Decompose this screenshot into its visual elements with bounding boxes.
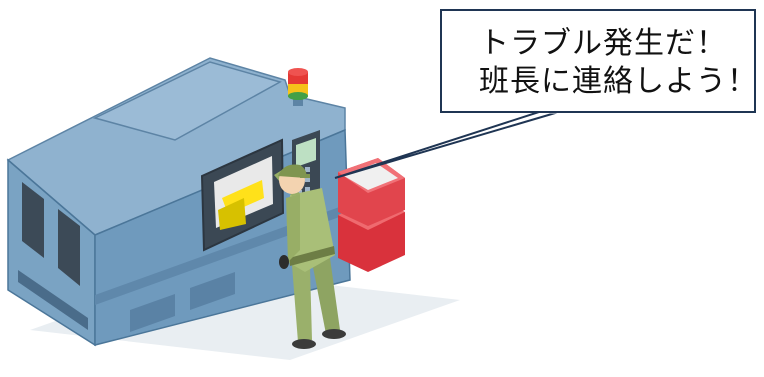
speech-line-2: 班長に連絡しよう！ [479, 64, 758, 99]
speech-bubble: トラブル発生だ！ 班長に連絡しよう！ [440, 9, 758, 113]
speech-bubble-text: トラブル発生だ！ 班長に連絡しよう！ [442, 25, 758, 101]
signal-lamp-icon [288, 68, 308, 106]
red-trays [338, 158, 405, 272]
speech-line-1: トラブル発生だ！ [479, 26, 727, 61]
worker-figure [274, 164, 346, 349]
speech-bubble-pointer [334, 110, 563, 179]
